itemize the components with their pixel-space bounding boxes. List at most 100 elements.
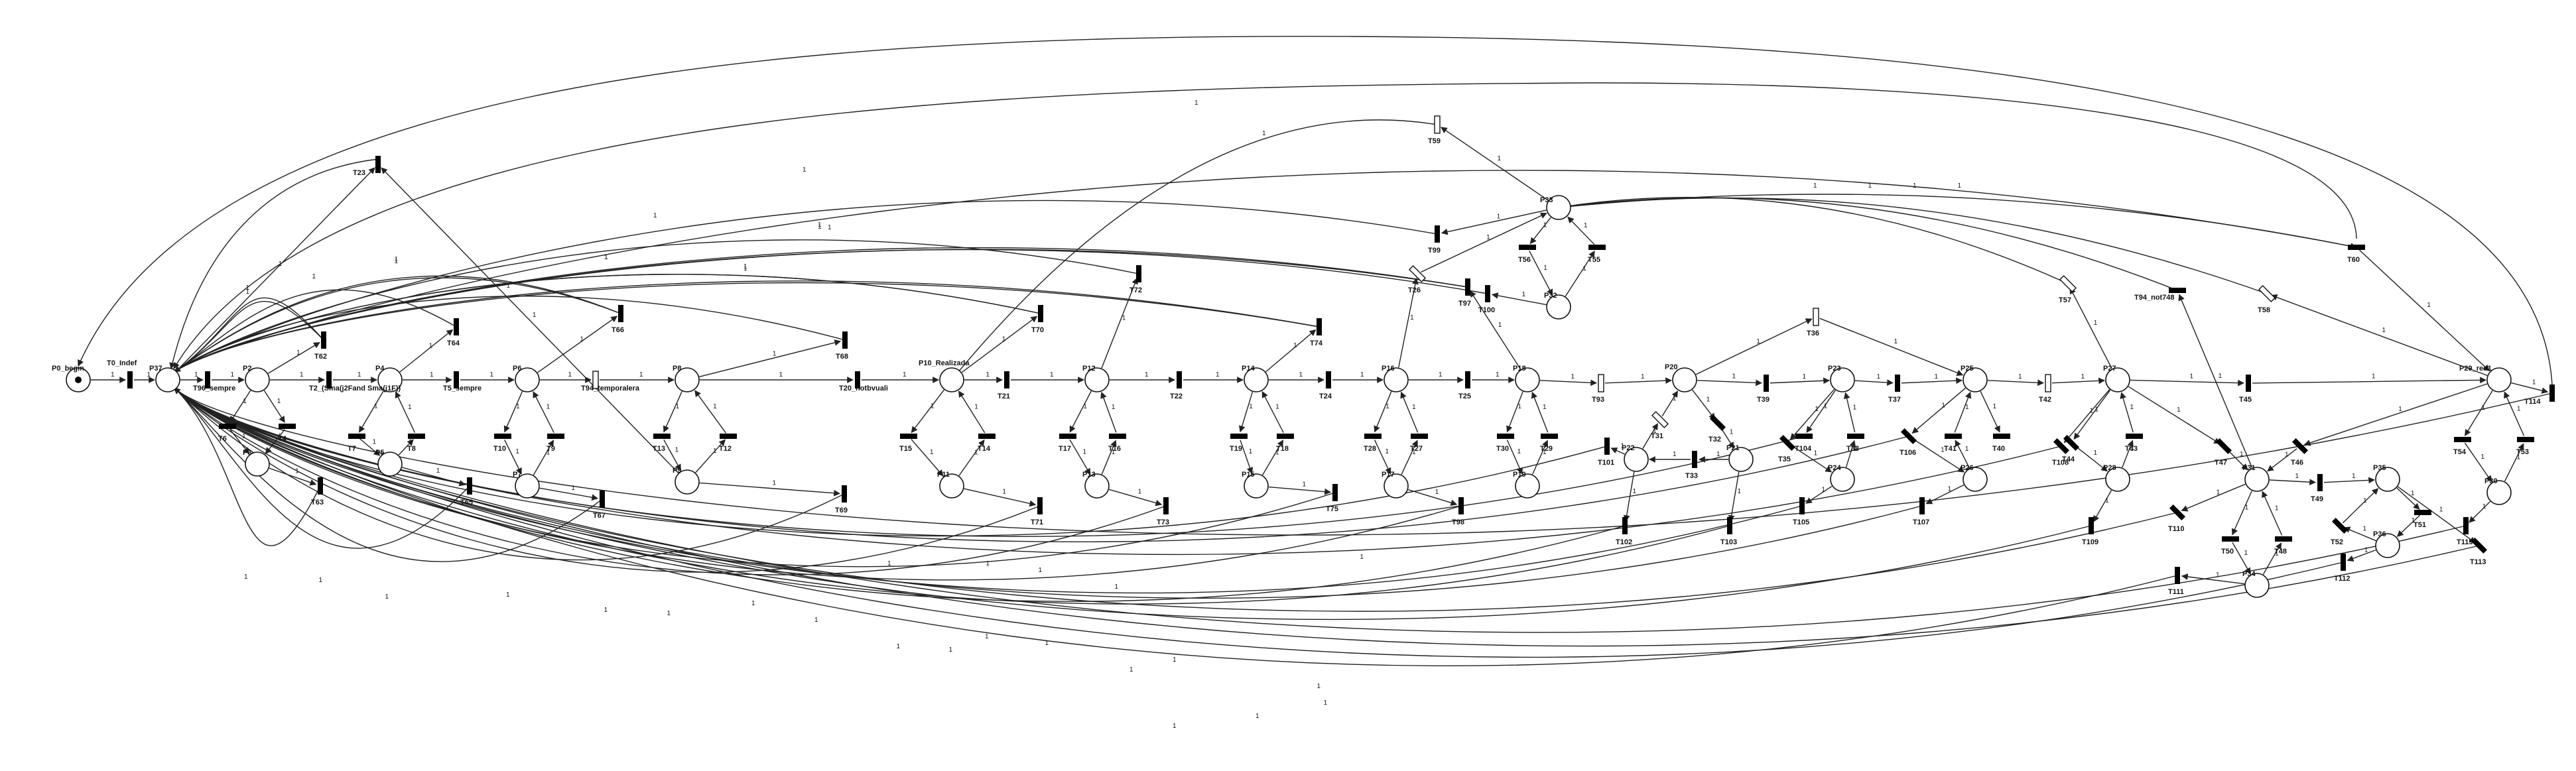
transition-t12[interactable]	[720, 434, 737, 439]
transition-t94n[interactable]	[2169, 288, 2186, 293]
transition-t14[interactable]	[978, 434, 996, 439]
place-p20[interactable]	[1672, 367, 1697, 392]
transition-t96[interactable]	[205, 371, 210, 388]
transition-t109[interactable]	[2089, 517, 2094, 534]
transition-t27[interactable]	[1411, 434, 1428, 439]
transition-t63[interactable]	[318, 477, 323, 495]
place-p28[interactable]	[2105, 467, 2130, 492]
transition-t28[interactable]	[1364, 434, 1382, 439]
transition-t26[interactable]	[1408, 265, 1427, 283]
place-p26[interactable]	[1963, 467, 1988, 492]
place-p24[interactable]	[1830, 467, 1855, 492]
transition-t107[interactable]	[1919, 497, 1925, 514]
transition-t73[interactable]	[1163, 497, 1169, 514]
place-p30[interactable]	[2486, 480, 2512, 505]
place-p4[interactable]	[377, 367, 403, 392]
transition-t58[interactable]	[2258, 284, 2276, 303]
transition-t7[interactable]	[348, 434, 365, 439]
transition-t55[interactable]	[1588, 245, 1606, 250]
transition-t16[interactable]	[1109, 434, 1126, 439]
place-p23[interactable]	[1830, 367, 1855, 392]
transition-t54[interactable]	[2454, 437, 2471, 442]
transition-t35[interactable]	[1779, 434, 1796, 451]
transition-t37[interactable]	[1895, 375, 1900, 392]
transition-t66[interactable]	[618, 305, 623, 322]
transition-t8[interactable]	[408, 434, 425, 439]
transition-t49[interactable]	[2317, 474, 2323, 491]
place-p22[interactable]	[1624, 447, 1649, 472]
transition-t42[interactable]	[2045, 374, 2051, 392]
transition-t67[interactable]	[600, 491, 605, 508]
place-p36[interactable]	[2375, 533, 2400, 558]
transition-t39[interactable]	[1764, 375, 1769, 392]
place-p32[interactable]	[1546, 294, 1571, 320]
transition-t69[interactable]	[842, 485, 847, 503]
transition-t24[interactable]	[1326, 371, 1331, 388]
transition-t105[interactable]	[1799, 497, 1805, 514]
place-p8[interactable]	[675, 367, 700, 392]
place-p3[interactable]	[245, 451, 270, 477]
transition-t21[interactable]	[1004, 371, 1009, 388]
transition-t48[interactable]	[2275, 536, 2292, 542]
transition-t56[interactable]	[1519, 245, 1536, 250]
transition-t59[interactable]	[1434, 115, 1441, 134]
transition-t10[interactable]	[494, 434, 511, 439]
transition-t25[interactable]	[1465, 371, 1470, 388]
transition-t72[interactable]	[1136, 265, 1141, 282]
transition-t50[interactable]	[2222, 536, 2239, 542]
transition-t29[interactable]	[1541, 434, 1558, 439]
transition-t15[interactable]	[900, 434, 917, 439]
transition-t4[interactable]	[279, 424, 296, 429]
transition-t30[interactable]	[1497, 434, 1514, 439]
place-p7[interactable]	[515, 473, 540, 499]
transition-t114[interactable]	[2549, 385, 2555, 402]
transition-t46[interactable]	[2291, 438, 2309, 455]
transition-t6[interactable]	[219, 424, 236, 429]
place-p25[interactable]	[1963, 367, 1988, 392]
transition-t23[interactable]	[375, 156, 381, 173]
transition-t74[interactable]	[1317, 318, 1322, 335]
transition-t43[interactable]	[2126, 434, 2143, 439]
transition-t5[interactable]	[454, 371, 459, 388]
transition-t104[interactable]	[1795, 434, 1813, 439]
transition-t33[interactable]	[1692, 451, 1697, 468]
transition-t93[interactable]	[1598, 374, 1604, 392]
transition-t60[interactable]	[2348, 245, 2365, 250]
transition-t101[interactable]	[1604, 438, 1610, 455]
transition-t31[interactable]	[1651, 410, 1669, 429]
transition-t32[interactable]	[1709, 414, 1726, 432]
transition-t115[interactable]	[2463, 517, 2469, 534]
place-p33[interactable]	[1546, 195, 1571, 220]
transition-t71[interactable]	[1037, 497, 1043, 514]
place-p12[interactable]	[1084, 367, 1110, 392]
place-p15[interactable]	[1244, 473, 1269, 499]
place-p5[interactable]	[377, 451, 403, 477]
transition-t13[interactable]	[653, 434, 671, 439]
transition-t75[interactable]	[1332, 484, 1338, 501]
transition-t102[interactable]	[1622, 517, 1628, 534]
transition-t17[interactable]	[1059, 434, 1076, 439]
transition-t94[interactable]	[592, 371, 599, 389]
place-p37[interactable]	[155, 367, 180, 392]
transition-t68[interactable]	[842, 331, 848, 349]
transition-t103[interactable]	[1727, 517, 1732, 534]
place-p21[interactable]	[1728, 447, 1754, 472]
transition-t40[interactable]	[1993, 434, 2010, 439]
place-p19[interactable]	[1515, 473, 1540, 499]
place-p16[interactable]	[1384, 367, 1409, 392]
transition-t20[interactable]	[855, 371, 860, 388]
transition-t62[interactable]	[321, 331, 326, 349]
transition-t106[interactable]	[1900, 428, 1917, 445]
place-p27[interactable]	[2105, 367, 2130, 392]
transition-t113[interactable]	[2471, 537, 2488, 554]
transition-t0[interactable]	[127, 371, 133, 388]
transition-t38[interactable]	[1847, 434, 1864, 439]
transition-t45[interactable]	[2246, 375, 2251, 392]
transition-t51[interactable]	[2414, 510, 2431, 515]
transition-t70[interactable]	[1038, 305, 1043, 322]
transition-t65[interactable]	[467, 477, 472, 495]
transition-t2[interactable]	[326, 371, 332, 388]
transition-t19[interactable]	[1230, 434, 1248, 439]
place-p9[interactable]	[675, 469, 700, 495]
transition-t97[interactable]	[1465, 278, 1470, 296]
